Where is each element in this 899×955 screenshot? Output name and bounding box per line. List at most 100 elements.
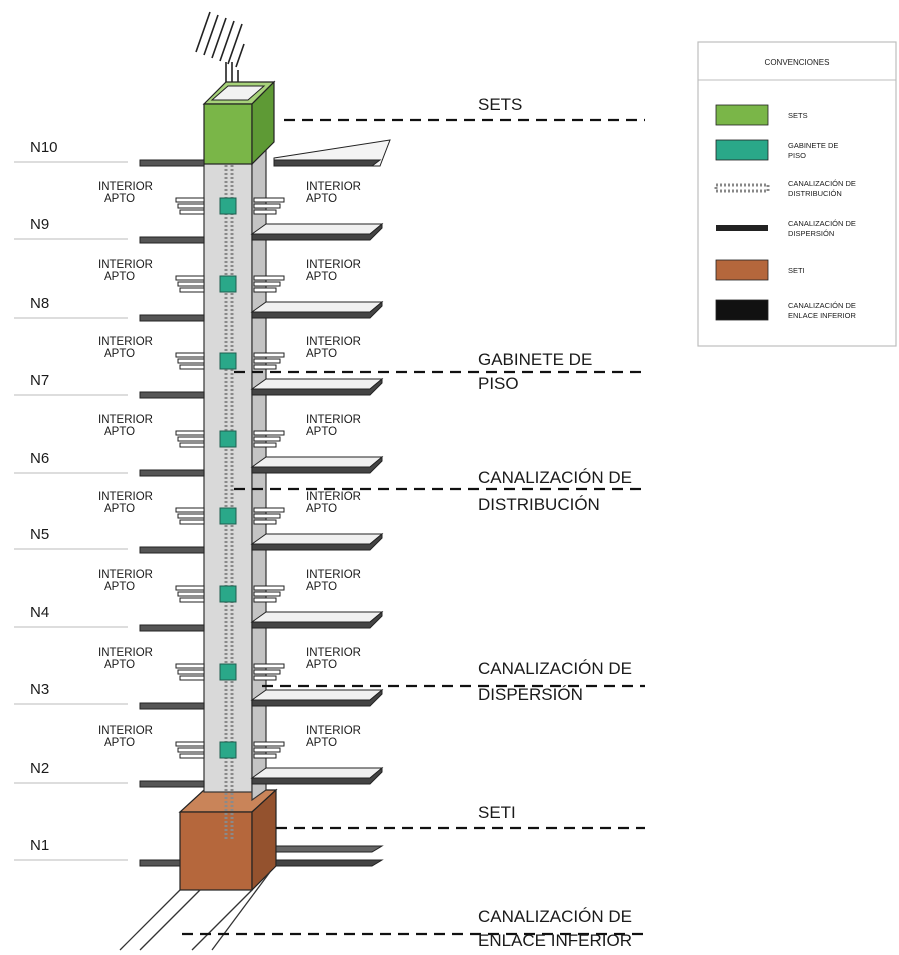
apto-label-left-line1: INTERIOR [98, 491, 153, 503]
dispersion-pipes-left [175, 507, 205, 525]
apto-label-right-line1: INTERIOR [306, 181, 361, 193]
dispersion-pipes-right [253, 741, 285, 759]
slab-right-edge [251, 610, 383, 629]
slab-right-top [250, 533, 384, 545]
level-label: N8 [30, 295, 49, 312]
gabinete-de-piso-icon [219, 585, 237, 603]
level-n2: N2 [14, 760, 128, 784]
legend-label: CANALIZACIÓN DE [788, 179, 856, 188]
callout-gabinete-line2: PISO [478, 374, 519, 393]
callout-dispersion-line2: DISPERSIÓN [478, 685, 583, 704]
slab-left [139, 236, 205, 244]
apto-label-left-line2: APTO [104, 581, 135, 593]
gabinete-de-piso-icon [219, 663, 237, 681]
dispersion-pipes-left [175, 352, 205, 370]
seti-box [178, 788, 278, 892]
callout-distribucion: CANALIZACIÓN DE DISTRIBUCIÓN [234, 468, 645, 514]
slab-right-edge [251, 300, 383, 319]
callout-enlace-line2: ENLACE INFERIOR [478, 931, 632, 950]
apto-label-right-line2: APTO [306, 193, 337, 205]
dispersion-pipes-left [175, 275, 205, 293]
legend-swatch [715, 299, 769, 321]
legend-swatch [714, 183, 770, 193]
apto-label-right-line1: INTERIOR [306, 414, 361, 426]
slab-left [139, 702, 205, 710]
slab-right-top [250, 611, 384, 623]
gabinete-de-piso-icon [219, 430, 237, 448]
slab-right-edge [251, 377, 383, 396]
level-label: N4 [30, 604, 49, 621]
callout-distribucion-line2: DISTRIBUCIÓN [478, 495, 600, 514]
level-n10: N10 [14, 139, 128, 163]
slab-left [139, 391, 205, 399]
level-n6: N6 [14, 450, 128, 474]
level-n3: N3 [14, 681, 128, 705]
legend-label: CANALIZACIÓN DE [788, 219, 856, 228]
apto-label-left-line1: INTERIOR [98, 647, 153, 659]
apto-label-right-line2: APTO [306, 737, 337, 749]
level-label: N5 [30, 526, 49, 543]
sets-box [202, 80, 276, 166]
apto-label-left-line2: APTO [104, 737, 135, 749]
callout-seti-text: SETI [478, 803, 516, 822]
slab-right-edge [251, 222, 383, 241]
gabinete-de-piso-icon [219, 352, 237, 370]
level-n1: N1 [14, 837, 128, 861]
dispersion-pipes-left [175, 430, 205, 448]
vertical-shaft [203, 148, 267, 840]
slab-right-edge [251, 766, 383, 785]
gabinete-de-piso-icon [219, 275, 237, 293]
apto-label-right-line1: INTERIOR [306, 647, 361, 659]
apto-label-right-line1: INTERIOR [306, 259, 361, 271]
dispersion-pipes-right [253, 430, 285, 448]
slab-n10 [139, 139, 391, 167]
callout-gabinete-line1: GABINETE DE [478, 350, 592, 369]
legend-label: CANALIZACIÓN DE [788, 301, 856, 310]
dispersion-pipes-right [253, 663, 285, 681]
apto-label-right-line2: APTO [306, 581, 337, 593]
slab-left [139, 469, 205, 477]
legend-label: GABINETE DE [788, 141, 838, 150]
apto-label-right-line1: INTERIOR [306, 569, 361, 581]
dispersion-pipes-right [253, 197, 285, 215]
dispersion-pipes-right [253, 585, 285, 603]
apto-label-right-line2: APTO [306, 659, 337, 671]
slab-right-edge [251, 688, 383, 707]
level-n5: N5 [14, 526, 128, 550]
legend-label: PISO [788, 151, 806, 160]
apto-label-right-line1: INTERIOR [306, 491, 361, 503]
enlace-inferior-conduit [119, 871, 271, 951]
legend-swatch [716, 225, 768, 231]
apto-label-right-line1: INTERIOR [306, 725, 361, 737]
level-label: N10 [30, 139, 58, 156]
level-n4: N4 [14, 604, 128, 628]
apto-label-left-line1: INTERIOR [98, 725, 153, 737]
apto-label-left-line1: INTERIOR [98, 414, 153, 426]
legend-item-sets: SETS [715, 104, 808, 126]
slab-right-top [250, 378, 384, 390]
slab-left [139, 780, 205, 788]
legend-label: SETS [788, 111, 808, 120]
apto-label-left-line2: APTO [104, 348, 135, 360]
level-n7: N7 [14, 372, 128, 396]
dispersion-pipes-right [253, 275, 285, 293]
callout-enlace-line1: CANALIZACIÓN DE [478, 907, 632, 926]
callout-dispersion: CANALIZACIÓN DE DISPERSIÓN [262, 659, 645, 704]
slab-right-top [250, 767, 384, 779]
legend-swatch [715, 259, 769, 281]
callout-dispersion-line1: CANALIZACIÓN DE [478, 659, 632, 678]
apto-label-left-line1: INTERIOR [98, 569, 153, 581]
legend-swatch [715, 139, 769, 161]
gabinete-de-piso-icon [219, 741, 237, 759]
apto-label-left-line2: APTO [104, 659, 135, 671]
level-label: N6 [30, 450, 49, 467]
